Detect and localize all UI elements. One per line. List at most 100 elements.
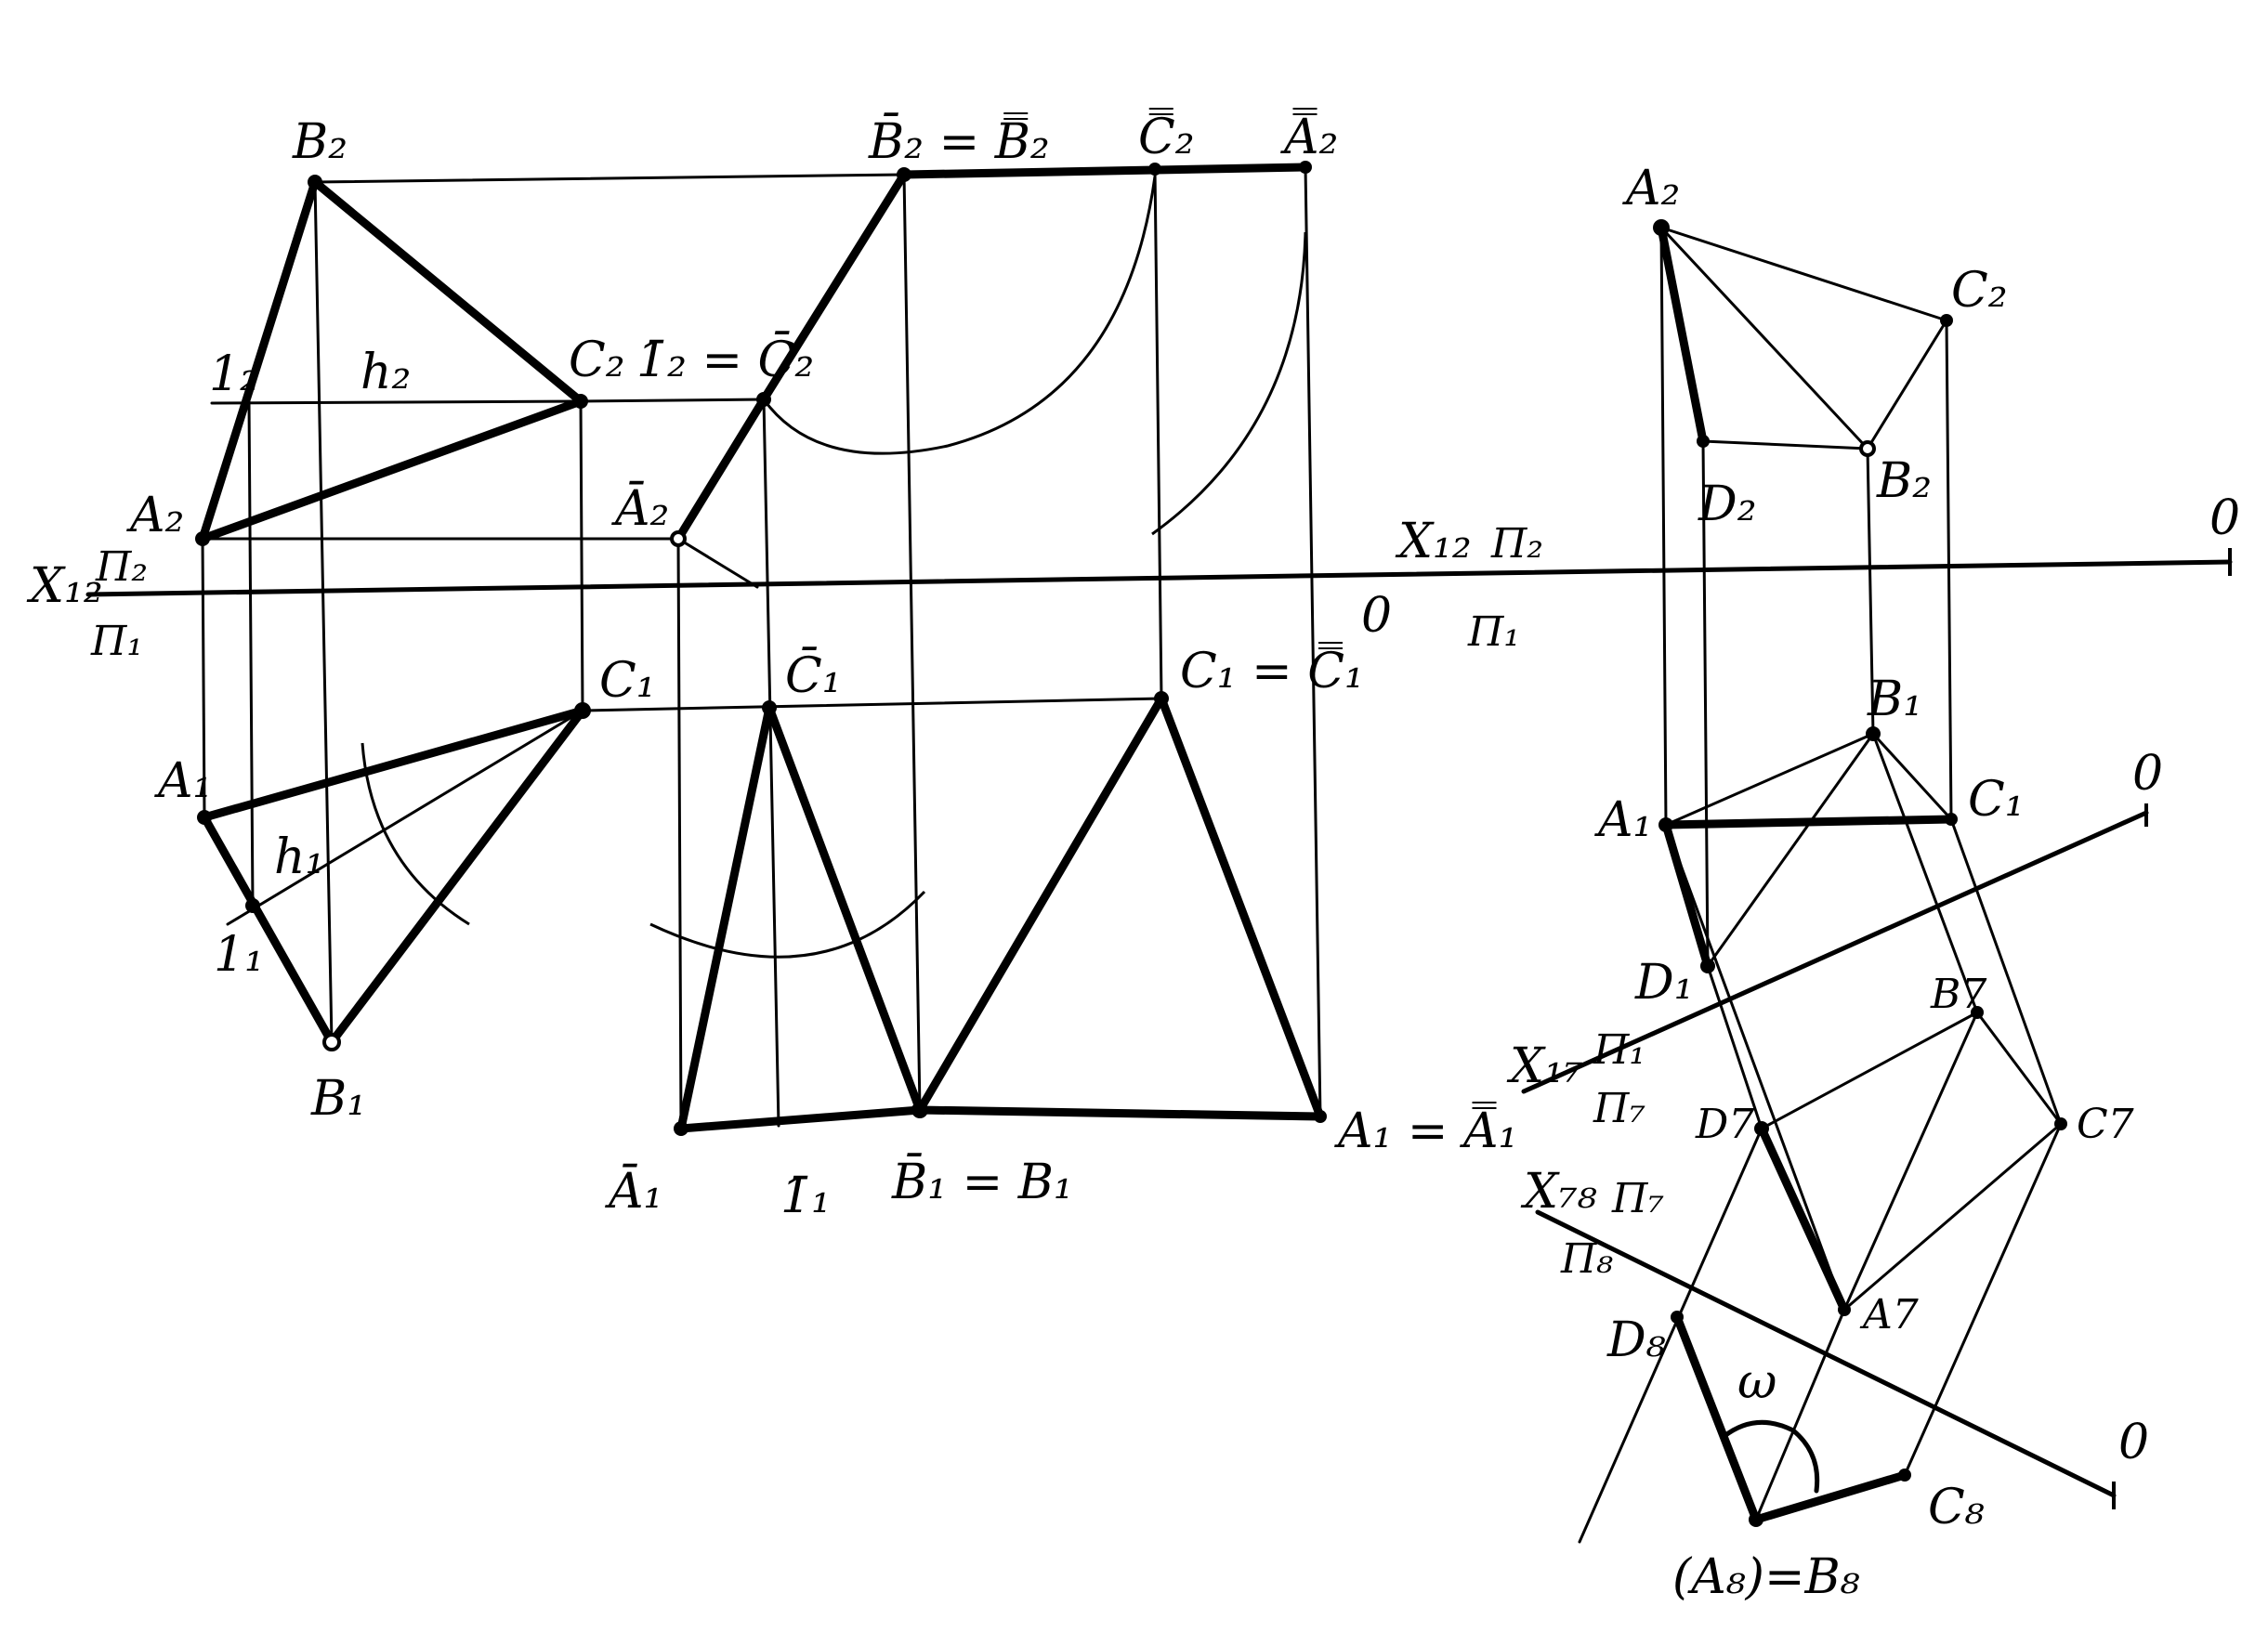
point-rd1 <box>1700 959 1715 973</box>
label-pi2-left: Π₂ <box>95 543 148 591</box>
label-zero-right: 0 <box>2209 490 2240 546</box>
label-a7: A7 <box>1859 1291 1919 1338</box>
omega-arc <box>1722 1419 1820 1494</box>
label-a8b8: (A₈)=B₈ <box>1672 1549 1860 1605</box>
link-c1-mid <box>581 697 1163 712</box>
edge-a1b1 <box>200 813 336 1047</box>
label-rd1: D₁ <box>1634 955 1694 1011</box>
point-c1bar <box>762 700 777 715</box>
link-rc <box>1945 319 1953 821</box>
label-rc2: C₂ <box>1951 263 2008 319</box>
label-a1: A₁ <box>154 753 212 809</box>
label-axis-right: X₁₂ <box>1395 514 1472 569</box>
label-12: 1₂ <box>209 346 259 402</box>
edge-b2bar-c2dbar <box>899 163 1310 179</box>
label-c1-eq: C₁ = C̿₁ <box>1180 642 1364 699</box>
edge-rb1-rc1 <box>1871 732 1953 821</box>
edge-ra1-rc1 <box>1661 815 1956 829</box>
link-c2-mid <box>579 398 766 403</box>
point-b7 <box>1971 1006 1984 1019</box>
arc-c <box>762 176 1157 455</box>
rotation-arc-left <box>361 742 470 926</box>
label-rd2: D₂ <box>1698 477 1757 532</box>
label-c1bar: C̄₁ <box>785 647 842 704</box>
label-c2dbar: C̿₂ <box>1138 108 1195 165</box>
axis-x17 <box>1521 810 2149 1094</box>
label-b1: B₁ <box>310 1071 366 1127</box>
point-a1bar <box>674 1121 688 1136</box>
point-c7 <box>2054 1117 2067 1130</box>
label-11: 1₁ <box>214 927 264 983</box>
point-b8 <box>1749 1512 1763 1527</box>
point-a2dbar <box>1299 161 1312 174</box>
label-12-eq: 1̄₂ = C̄₂ <box>636 332 814 388</box>
point-rb2 <box>1859 440 1876 457</box>
label-pi1-right: Π₁ <box>1467 608 1520 656</box>
link7-d <box>1706 964 1763 1130</box>
label-c2: C₂ <box>569 333 625 388</box>
point-c8 <box>1898 1469 1911 1482</box>
label-omega: ω <box>1737 1354 1776 1410</box>
edge-rd1-rb1 <box>1706 732 1875 968</box>
arc-a1 <box>649 890 926 959</box>
edge-b1bar-a1dbar <box>915 1105 1325 1121</box>
link7-c <box>1949 817 2063 1126</box>
edge-a1bar-b1bar <box>676 1105 924 1133</box>
label-zero-78: 0 <box>2118 1415 2149 1470</box>
edge-b1c1 <box>327 706 587 1047</box>
link-1 <box>247 399 255 907</box>
edge-d7-a7 <box>1757 1124 1849 1314</box>
point-ra2 <box>1653 219 1670 236</box>
label-h2: h₂ <box>361 345 411 400</box>
point-a2bar <box>670 530 687 547</box>
edge-ra1-rd1 <box>1661 820 1712 971</box>
label-ra2: A₂ <box>1622 161 1680 216</box>
point-a1dbar <box>1314 1110 1327 1123</box>
axis-x12-left <box>85 572 1364 597</box>
label-rb2: B₂ <box>1876 453 1932 509</box>
edge-ra2-rd2 <box>1657 223 1708 446</box>
point-b1 <box>322 1033 341 1051</box>
label-b1bar-eq: B̄₁ = B₁ <box>891 1154 1073 1210</box>
edge-b1-c1dbar <box>915 694 1166 1115</box>
label-x17-pi1: Π₁ <box>1593 1026 1645 1074</box>
point-b2bar <box>897 167 911 182</box>
link7-b <box>1871 732 1979 1014</box>
edge-ra1-rb1 <box>1664 732 1875 827</box>
link-rb <box>1866 447 1875 736</box>
link8-d <box>1578 1127 1763 1544</box>
edge-a2c2 <box>198 397 585 543</box>
link8-a <box>1754 1308 1846 1521</box>
point-a1 <box>197 810 212 825</box>
label-ra1: A₁ <box>1594 792 1652 848</box>
link-a-bar <box>676 537 683 1130</box>
point-rc2 <box>1940 314 1953 327</box>
edge-c2bar-a2bar <box>674 395 768 543</box>
label-a2: A₂ <box>126 488 184 543</box>
label-a1-eq: A₁ = A̿₁ <box>1334 1102 1517 1159</box>
edge-b7-a7 <box>1842 1011 1979 1312</box>
link-a <box>201 537 206 819</box>
label-zero-mid: 0 <box>1361 588 1392 644</box>
label-d7: D7 <box>1695 1101 1754 1148</box>
label-rb1: B₁ <box>1867 672 1922 727</box>
labels: B₂ C₂ 1₂ h₂ A₂ X₁₂ Π₂ Π₁ C₁ A₁ h₁ 1₁ B₁ … <box>26 108 2240 1605</box>
link-b <box>313 180 334 1044</box>
dihedral-projections <box>1578 219 2067 1544</box>
label-a1bar: Ā₁ <box>605 1164 662 1220</box>
link-ra <box>1659 226 1668 827</box>
link-rd <box>1701 439 1710 968</box>
h1-line <box>226 709 584 926</box>
label-c1: C₁ <box>599 653 656 709</box>
point-a7 <box>1838 1303 1851 1316</box>
label-b2bar-eq: B̄₂ = B̿₂ <box>868 112 1050 170</box>
edge-a2bar-tail <box>676 537 759 589</box>
label-a2bar: Ā₂ <box>611 481 669 537</box>
label-x78-pi7: Π₇ <box>1611 1175 1664 1222</box>
edge-c1dbar-a1dbar <box>1157 694 1325 1121</box>
label-c7: C7 <box>2077 1101 2134 1148</box>
label-zero-17: 0 <box>2132 746 2163 802</box>
label-a2dbar: A̿₂ <box>1280 108 1338 165</box>
edge-rd2-rb2 <box>1701 439 1869 450</box>
